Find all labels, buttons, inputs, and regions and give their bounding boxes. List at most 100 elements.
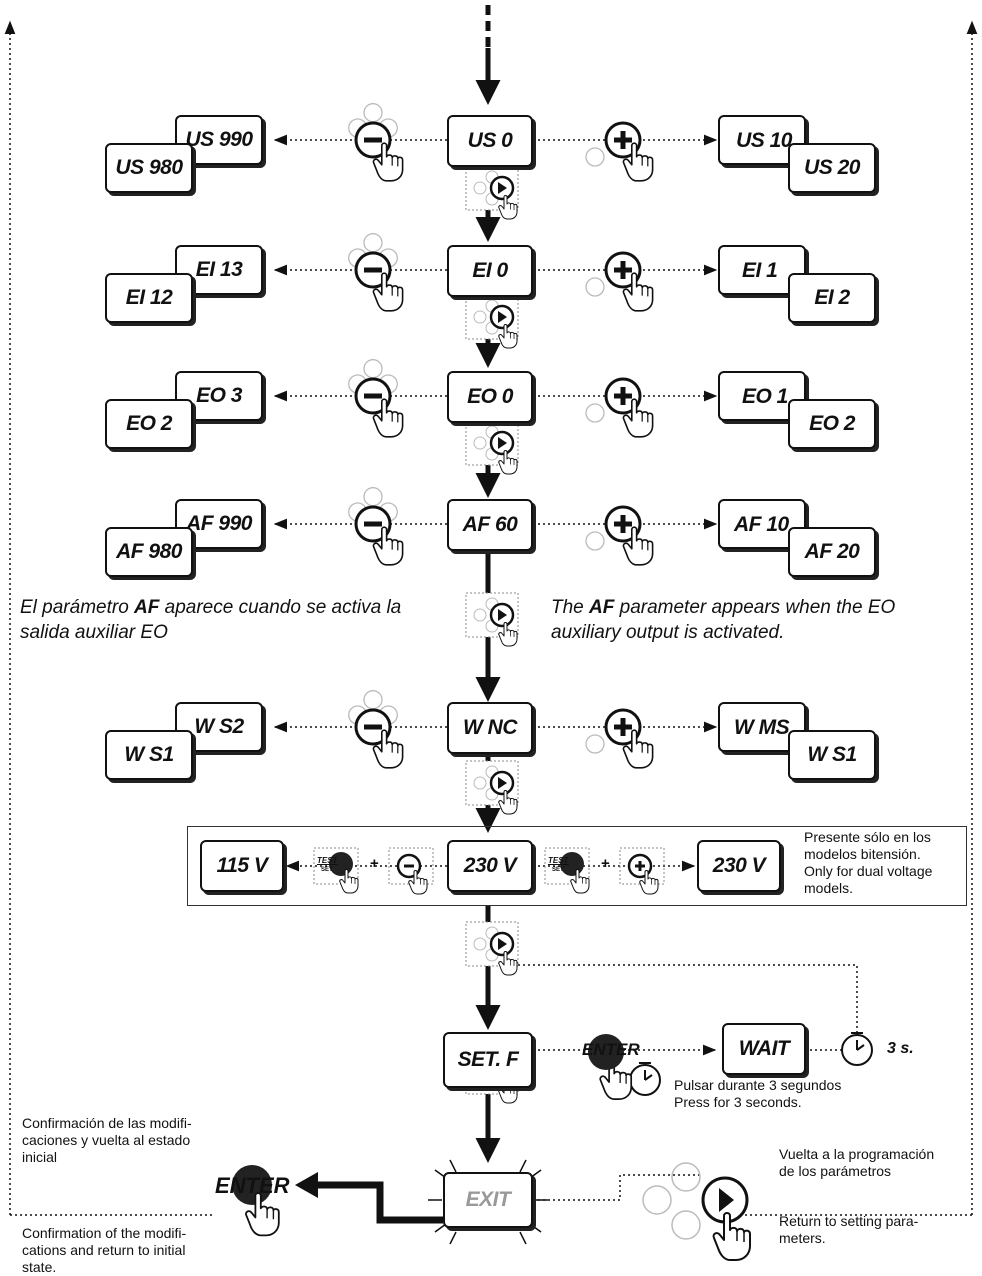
pad-left-icon bbox=[585, 531, 605, 551]
row-1-center: EI 0 bbox=[447, 245, 533, 297]
row-3-center: AF 60 bbox=[447, 499, 533, 551]
clock-icon bbox=[841, 1032, 873, 1066]
next-arrow-icon bbox=[498, 437, 507, 449]
af-note-es-line2: salida auxiliar EO bbox=[20, 622, 168, 643]
minus-sign-icon bbox=[404, 864, 414, 868]
next-arrow-icon bbox=[498, 609, 507, 621]
row-3-right-back: AF 10 bbox=[718, 499, 806, 549]
plus-v-icon bbox=[620, 387, 626, 405]
confirm-es: Confirmación de las modifi- caciones y v… bbox=[22, 1115, 222, 1166]
pad-up-icon bbox=[363, 690, 383, 710]
back-en: Return to setting para- meters. bbox=[779, 1213, 969, 1247]
plus-v-icon bbox=[620, 515, 626, 533]
plus-sign-left: + bbox=[370, 855, 379, 872]
next-arrow-icon bbox=[498, 777, 507, 789]
af-note-en-line2: auxiliary output is activated. bbox=[551, 622, 785, 643]
confirm-en-line-1: cations and return to initial bbox=[22, 1242, 186, 1258]
plus-sign-right: + bbox=[601, 855, 610, 872]
pad-left-icon bbox=[473, 608, 487, 622]
confirm-en: Confirmation of the modifi- cations and … bbox=[22, 1225, 222, 1276]
pad-left-icon bbox=[585, 403, 605, 423]
voltage-note-line-1: modelos bitensión. bbox=[804, 846, 921, 862]
row-4-center: W NC bbox=[447, 702, 533, 754]
exit-display: EXIT bbox=[443, 1172, 533, 1228]
test-label-right: TEST bbox=[548, 856, 569, 865]
pad-left-icon bbox=[473, 436, 487, 450]
row-3-left-front: AF 980 bbox=[105, 527, 193, 577]
confirm-es-line-1: caciones y vuelta al estado bbox=[22, 1132, 191, 1148]
row-1-right-back: EI 1 bbox=[718, 245, 806, 295]
back-en-line-1: meters. bbox=[779, 1230, 826, 1246]
confirm-en-line-0: Confirmation of the modifi- bbox=[22, 1225, 187, 1241]
plus-v-icon bbox=[638, 861, 642, 871]
minus-sign-icon bbox=[364, 137, 382, 143]
row-0-left-front: US 980 bbox=[105, 143, 193, 193]
voltage-note-line-0: Presente sólo en los bbox=[804, 829, 931, 845]
enter-label-exit: ENTER bbox=[215, 1173, 290, 1198]
pad-up-icon bbox=[363, 359, 383, 379]
pad-left-icon bbox=[473, 310, 487, 324]
pad-up-icon bbox=[363, 233, 383, 253]
minus-sign-icon bbox=[364, 521, 382, 527]
row-2-left-front: EO 2 bbox=[105, 399, 193, 449]
pad-up-icon bbox=[363, 103, 383, 123]
voltage-note-line-3: models. bbox=[804, 880, 854, 896]
enter-label-setf: ENTER bbox=[582, 1040, 640, 1059]
minus-sign-icon bbox=[364, 393, 382, 399]
row-0-right-back: US 10 bbox=[718, 115, 806, 165]
press-es: Pulsar durante 3 segundos bbox=[674, 1077, 842, 1093]
set-label-left: SET bbox=[321, 867, 333, 873]
af-note-en-pre: The bbox=[551, 597, 590, 618]
minus-sign-icon bbox=[364, 724, 382, 730]
back-es-line-0: Vuelta a la programación bbox=[779, 1146, 935, 1162]
next-arrow-icon bbox=[498, 182, 507, 194]
af-note-es: El parámetro AF aparece cuando se activa… bbox=[20, 595, 450, 645]
af-note-en: The AF parameter appears when the EO aux… bbox=[551, 595, 961, 645]
back-es: Vuelta a la programación de los parámetr… bbox=[779, 1146, 969, 1180]
plus-v-icon bbox=[620, 261, 626, 279]
voltage-note: Presente sólo en los modelos bitensión. … bbox=[804, 829, 964, 897]
minus-sign-icon bbox=[364, 267, 382, 273]
confirm-en-line-2: state. bbox=[22, 1259, 57, 1275]
voltage-left: 115 V bbox=[200, 840, 284, 892]
test-label-left: TEST bbox=[317, 856, 338, 865]
voltage-note-line-2: Only for dual voltage bbox=[804, 863, 933, 879]
test-frame bbox=[544, 847, 590, 885]
row-0-right-front: US 20 bbox=[788, 143, 876, 193]
pad-up-icon bbox=[363, 487, 383, 507]
af-note-es-bold: AF bbox=[134, 597, 160, 618]
confirm-es-line-2: inicial bbox=[22, 1149, 58, 1165]
row-1-right-front: EI 2 bbox=[788, 273, 876, 323]
af-note-en-bold: AF bbox=[589, 597, 615, 618]
plus-v-icon bbox=[620, 131, 626, 149]
plus-v-icon bbox=[620, 718, 626, 736]
row-3-right-front: AF 20 bbox=[788, 527, 876, 577]
back-es-line-1: de los parámetros bbox=[779, 1163, 892, 1179]
time-label: 3 s. bbox=[887, 1040, 914, 1057]
pad-left-icon bbox=[585, 734, 605, 754]
af-note-en-post: parameter appears when the EO bbox=[614, 597, 896, 618]
set-label-right: SET bbox=[552, 867, 564, 873]
voltage-center: 230 V bbox=[447, 840, 533, 892]
af-note-es-pre: El parámetro bbox=[20, 597, 135, 618]
clock-icon bbox=[629, 1062, 661, 1096]
row-0-center: US 0 bbox=[447, 115, 533, 167]
pad-left-icon bbox=[585, 277, 605, 297]
af-note-es-post: aparece cuando se activa la bbox=[159, 597, 402, 618]
voltage-frame bbox=[187, 826, 967, 906]
confirm-es-line-0: Confirmación de las modifi- bbox=[22, 1115, 192, 1131]
row-4-left-front: W S1 bbox=[105, 730, 193, 780]
row-2-center: EO 0 bbox=[447, 371, 533, 423]
next-arrow-icon bbox=[498, 311, 507, 323]
row-1-left-back: EI 13 bbox=[175, 245, 263, 295]
press-en: Press for 3 seconds. bbox=[674, 1094, 802, 1110]
back-en-line-0: Return to setting para- bbox=[779, 1213, 919, 1229]
setf-display: SET. F bbox=[443, 1032, 533, 1088]
pad-left-icon bbox=[473, 776, 487, 790]
pad-left-icon bbox=[473, 937, 487, 951]
pad-left-icon bbox=[585, 147, 605, 167]
pad-left-icon bbox=[473, 181, 487, 195]
row-2-left-back: EO 3 bbox=[175, 371, 263, 421]
row-2-right-front: EO 2 bbox=[788, 399, 876, 449]
test-frame bbox=[313, 847, 359, 885]
